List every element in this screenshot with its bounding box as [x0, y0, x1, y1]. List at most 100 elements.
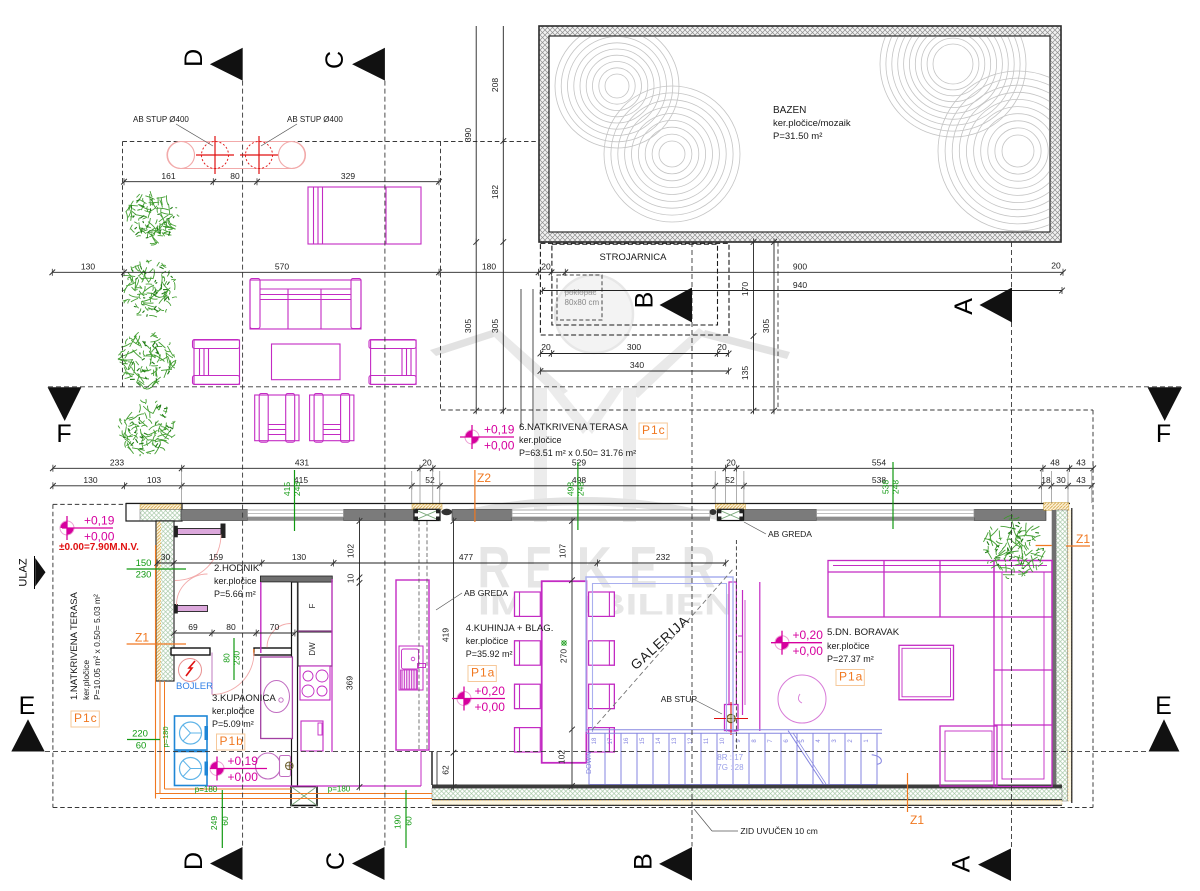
svg-text:BOJLER: BOJLER [176, 681, 213, 692]
svg-text:C: C [322, 852, 350, 870]
svg-text:3.KUPAONICA: 3.KUPAONICA [212, 693, 276, 704]
svg-text:AB STUP: AB STUP [661, 694, 698, 704]
svg-text:130: 130 [292, 552, 306, 562]
svg-text:F: F [308, 603, 317, 608]
svg-text:P1c: P1c [642, 423, 666, 437]
svg-text:305: 305 [463, 319, 473, 333]
svg-text:AB GREDA: AB GREDA [768, 529, 812, 539]
svg-text:Z1: Z1 [1076, 532, 1090, 546]
svg-text:30: 30 [161, 552, 171, 562]
svg-text:1: 1 [864, 739, 870, 743]
svg-text:60: 60 [404, 816, 414, 826]
svg-text:P=5.66 m²: P=5.66 m² [214, 589, 256, 599]
svg-text:+0,20: +0,20 [475, 684, 506, 698]
svg-text:232: 232 [656, 552, 670, 562]
svg-text:P=35.92 m²: P=35.92 m² [466, 649, 513, 659]
svg-text:12: 12 [688, 737, 694, 744]
svg-text:ker.pločice: ker.pločice [466, 636, 509, 646]
svg-text:AB STUP Ø400: AB STUP Ø400 [133, 115, 189, 124]
svg-text:6: 6 [784, 739, 790, 743]
svg-text:60: 60 [220, 816, 230, 826]
svg-text:170: 170 [740, 282, 750, 296]
svg-text:10: 10 [346, 574, 356, 584]
svg-text:11: 11 [704, 737, 710, 744]
svg-text:69: 69 [188, 622, 198, 632]
svg-text:ker.pločice/mozaik: ker.pločice/mozaik [773, 118, 851, 129]
svg-text:369: 369 [345, 676, 355, 690]
svg-text:BAZEN: BAZEN [773, 105, 806, 116]
svg-text:135: 135 [740, 366, 750, 380]
svg-text:20: 20 [422, 458, 432, 468]
svg-text:305: 305 [761, 319, 771, 333]
svg-text:7G : 28: 7G : 28 [717, 763, 744, 772]
svg-text:52: 52 [425, 475, 435, 485]
svg-text:1.NATKRIVENA TERASA: 1.NATKRIVENA TERASA [69, 591, 80, 700]
svg-text:P1a: P1a [839, 670, 863, 684]
svg-text:305: 305 [490, 319, 500, 333]
svg-text:43: 43 [1076, 458, 1086, 468]
svg-text:P=10.05 m² x 0.50= 5.03 m²: P=10.05 m² x 0.50= 5.03 m² [92, 594, 102, 700]
svg-text:+0,19: +0,19 [484, 423, 515, 437]
svg-text:230: 230 [136, 570, 152, 581]
svg-text:16: 16 [624, 737, 630, 744]
svg-text:570: 570 [275, 262, 289, 272]
svg-text:+0,00: +0,00 [793, 644, 824, 658]
svg-text:R: R [478, 536, 511, 601]
svg-text:ker.pločice: ker.pločice [212, 706, 255, 716]
svg-text:2.HODNIK: 2.HODNIK [214, 563, 260, 574]
svg-text:130: 130 [81, 262, 95, 272]
svg-text:48: 48 [1050, 458, 1060, 468]
svg-text:554: 554 [872, 458, 886, 468]
svg-text:D: D [180, 49, 208, 67]
svg-text:80: 80 [222, 653, 232, 663]
svg-text:B: B [630, 853, 658, 870]
svg-text:P=31.50 m²: P=31.50 m² [773, 131, 822, 142]
svg-text:130: 130 [83, 475, 97, 485]
svg-text:p=180: p=180 [195, 785, 218, 794]
svg-text:80: 80 [226, 622, 236, 632]
svg-text:52: 52 [725, 475, 735, 485]
svg-text:340: 340 [630, 360, 644, 370]
svg-text:940: 940 [793, 280, 807, 290]
svg-text:15: 15 [640, 737, 646, 744]
svg-text:F: F [1156, 420, 1171, 448]
svg-text:P1c: P1c [74, 711, 98, 725]
svg-text:161: 161 [161, 171, 175, 181]
svg-text:P=5.09 m²: P=5.09 m² [212, 719, 254, 729]
svg-text:900: 900 [793, 262, 807, 272]
svg-text:415: 415 [282, 482, 292, 496]
svg-text:300: 300 [627, 342, 641, 352]
svg-text:+0,00: +0,00 [228, 770, 259, 784]
svg-text:62: 62 [441, 765, 451, 775]
svg-text:159: 159 [209, 552, 223, 562]
svg-text:208: 208 [490, 78, 500, 92]
svg-text:220: 220 [132, 729, 148, 740]
svg-text:107: 107 [558, 544, 568, 558]
svg-text:103: 103 [147, 475, 161, 485]
svg-text:4: 4 [816, 739, 822, 743]
svg-text:P1a: P1a [471, 666, 495, 680]
svg-text:60: 60 [136, 741, 147, 752]
svg-text:B: B [631, 292, 659, 309]
svg-text:17: 17 [608, 737, 614, 744]
svg-text:E: E [1155, 692, 1172, 720]
svg-text:STROJARNICA: STROJARNICA [599, 252, 667, 263]
svg-text:20: 20 [1051, 261, 1061, 271]
svg-text:538: 538 [881, 480, 891, 494]
svg-text:498: 498 [572, 475, 586, 485]
svg-text:Z1: Z1 [135, 631, 149, 645]
svg-text:80: 80 [230, 171, 240, 181]
svg-text:248: 248 [575, 482, 585, 496]
svg-text:E: E [629, 536, 657, 601]
svg-text:14: 14 [656, 737, 662, 744]
svg-text:+0,00: +0,00 [484, 439, 515, 453]
svg-text:8: 8 [752, 739, 758, 743]
svg-text:A: A [948, 855, 976, 872]
svg-text:P1b: P1b [220, 734, 244, 748]
svg-text:415: 415 [294, 475, 308, 485]
svg-text:ker.pločice: ker.pločice [827, 641, 870, 651]
svg-text:248: 248 [292, 482, 302, 496]
svg-text:270: 270 [559, 649, 569, 663]
svg-text:5.DN. BORAVAK: 5.DN. BORAVAK [827, 627, 900, 638]
svg-text:ker.pločice: ker.pločice [519, 435, 562, 445]
